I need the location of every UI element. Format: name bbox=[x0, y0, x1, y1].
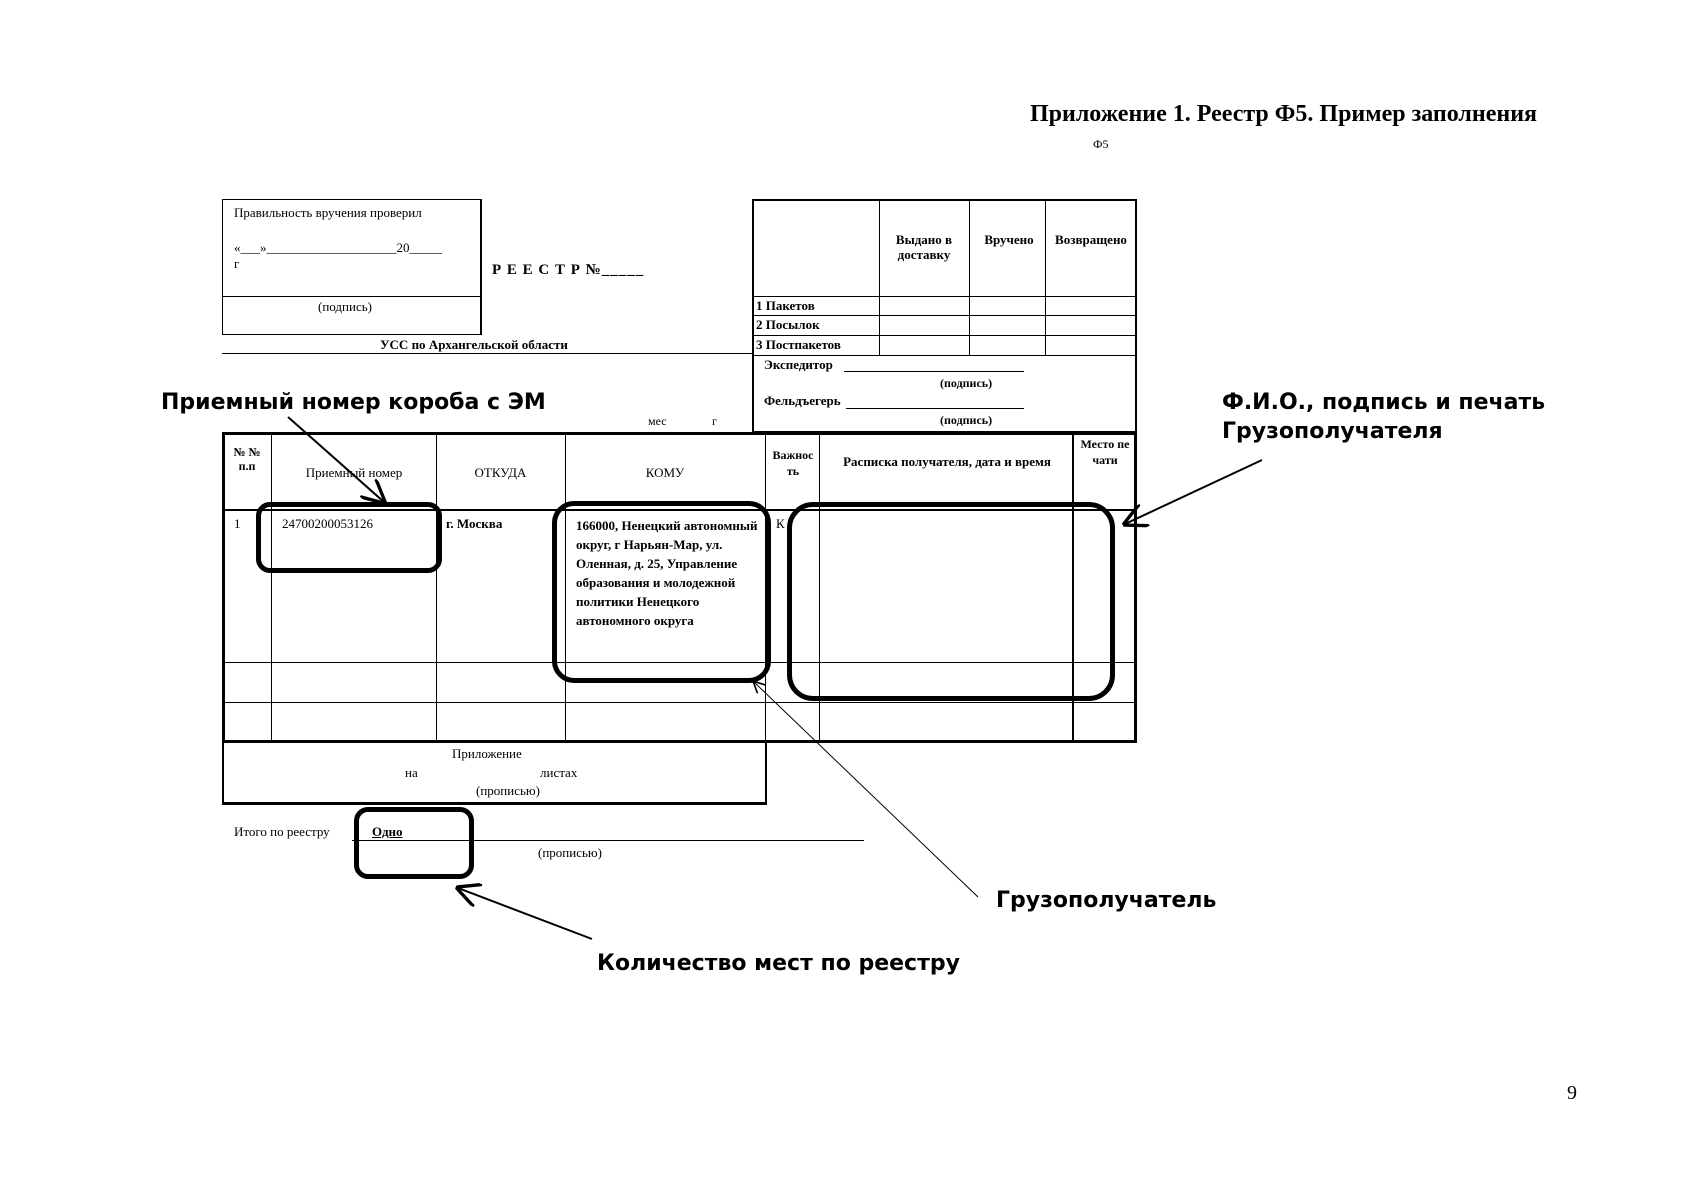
row-packages: 1 Пакетов bbox=[756, 298, 815, 313]
total-label: Итого по реестру bbox=[234, 824, 330, 839]
attachment-sheets: листах bbox=[540, 765, 578, 780]
arrow-to-receipt-number bbox=[287, 416, 384, 502]
row1-importance: К bbox=[776, 516, 785, 531]
header-importance: Важность bbox=[772, 448, 814, 478]
annotation-places-count: Количество мест по реестру bbox=[597, 951, 960, 976]
header-number: № № п.п bbox=[233, 445, 261, 473]
verification-signature: (подпись) bbox=[318, 299, 372, 314]
row1-number: 1 bbox=[234, 516, 241, 531]
col-delivered-header: Вручено bbox=[984, 232, 1034, 247]
organization-name: УСС по Архангельской области bbox=[380, 337, 568, 352]
header-recipient-signature: Расписка получателя, дата и время bbox=[843, 454, 1051, 469]
registry-number-label: Р Е Е С Т Р №_____ bbox=[492, 262, 645, 278]
verification-date-line: «___»____________________20_____ bbox=[234, 240, 442, 255]
attachment-title: Приложение bbox=[452, 746, 522, 761]
arrow-to-total-places bbox=[458, 888, 593, 940]
courier-signature: (подпись) bbox=[940, 413, 993, 427]
row-parcels: 2 Посылок bbox=[756, 317, 820, 332]
recipient-signature-callout bbox=[787, 502, 1115, 701]
header-to: КОМУ bbox=[645, 465, 685, 480]
annotation-recipient-signature: Ф.И.О., подпись и печать Грузополучателя bbox=[1222, 390, 1546, 444]
annotation-box-number: Приемный номер короба с ЭМ bbox=[161, 390, 546, 415]
receipt-number-callout bbox=[256, 502, 442, 573]
total-places-callout bbox=[354, 807, 474, 879]
courier-label: Фельдъегерь bbox=[764, 393, 841, 408]
verification-label: Правильность вручения проверил bbox=[234, 205, 422, 220]
form-code: Ф5 bbox=[1093, 137, 1109, 151]
page-heading: Приложение 1. Реестр Ф5. Пример заполнен… bbox=[1030, 101, 1538, 127]
col-issued-header: Выдано в доставку bbox=[895, 232, 953, 262]
registry-table bbox=[222, 432, 1137, 743]
month-year-g: г bbox=[712, 414, 717, 428]
arrow-to-consignee bbox=[754, 682, 979, 898]
verification-box bbox=[222, 199, 482, 335]
forwarder-label: Экспедитор bbox=[764, 357, 833, 372]
row1-from: г. Москва bbox=[446, 516, 503, 531]
forwarder-signature: (подпись) bbox=[940, 376, 993, 390]
page-number: 9 bbox=[1567, 1082, 1577, 1104]
annotation-consignee: Грузополучатель bbox=[996, 888, 1217, 913]
arrow-to-recipient-signature bbox=[1125, 459, 1263, 524]
total-value: Одно bbox=[372, 824, 403, 839]
consignee-address-callout bbox=[552, 501, 771, 683]
month-label: мес bbox=[648, 414, 667, 428]
row1-receipt-number: 24700200053126 bbox=[282, 516, 373, 531]
header-from: ОТКУДА bbox=[474, 465, 527, 480]
attachment-na: на bbox=[405, 765, 418, 780]
attachment-box bbox=[222, 741, 767, 805]
col-returned-header: Возвращено bbox=[1055, 232, 1127, 247]
row1-to-address: 166000, Ненецкий автономный округ, г Нар… bbox=[576, 518, 758, 628]
attachment-words: (прописью) bbox=[476, 783, 540, 798]
verification-year-g: г bbox=[234, 256, 240, 271]
header-seal-place: Место печати bbox=[1080, 437, 1130, 467]
row-postpackets: 3 Постпакетов bbox=[756, 337, 841, 352]
total-words: (прописью) bbox=[538, 845, 602, 860]
header-receipt-number: Приемный номер bbox=[305, 465, 403, 480]
